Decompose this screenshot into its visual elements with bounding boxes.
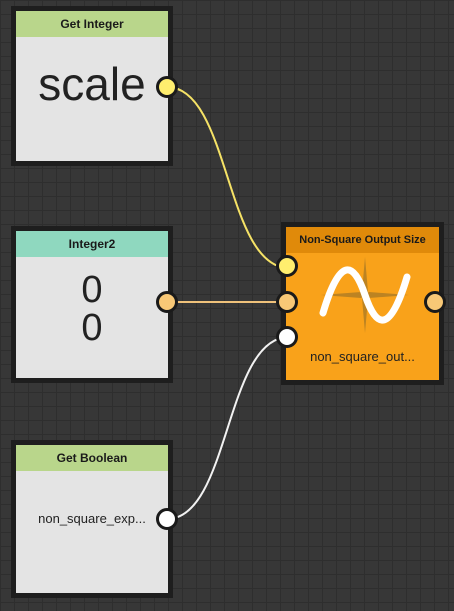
get-boolean-header[interactable]: Get Boolean	[16, 445, 168, 471]
non-square-output-port[interactable]	[424, 291, 446, 313]
get-integer-body: scale	[16, 37, 168, 161]
get-integer-node[interactable]: Get Integer scale	[11, 6, 173, 166]
integer2-header[interactable]: Integer2	[16, 231, 168, 257]
integer2-body: 0 0	[16, 257, 168, 378]
sine-wave-icon	[319, 257, 411, 333]
non-square-output-size-header[interactable]: Non-Square Output Size	[286, 227, 439, 253]
integer2-x-value: 0	[81, 269, 103, 311]
get-boolean-node[interactable]: Get Boolean non_square_exp...	[11, 440, 173, 598]
non-square-input-port-2[interactable]	[276, 291, 298, 313]
integer2-y-value: 0	[81, 307, 103, 349]
integer2-node[interactable]: Integer2 0 0	[11, 226, 173, 383]
get-boolean-value: non_square_exp...	[38, 511, 146, 526]
get-integer-output-port[interactable]	[156, 76, 178, 98]
get-boolean-body: non_square_exp...	[16, 471, 168, 593]
non-square-output-size-body: non_square_out...	[286, 253, 439, 380]
non-square-input-port-3[interactable]	[276, 326, 298, 348]
non-square-output-size-subtitle: non_square_out...	[310, 349, 415, 364]
get-boolean-output-port[interactable]	[156, 508, 178, 530]
get-integer-value: scale	[38, 58, 146, 110]
non-square-output-size-node[interactable]: Non-Square Output Size non_square_out...	[281, 222, 444, 385]
integer2-output-port[interactable]	[156, 291, 178, 313]
wire-boolean-to-input[interactable]	[166, 336, 290, 520]
wire-scale-to-input[interactable]	[166, 86, 290, 269]
get-integer-header[interactable]: Get Integer	[16, 11, 168, 37]
non-square-input-port-1[interactable]	[276, 255, 298, 277]
